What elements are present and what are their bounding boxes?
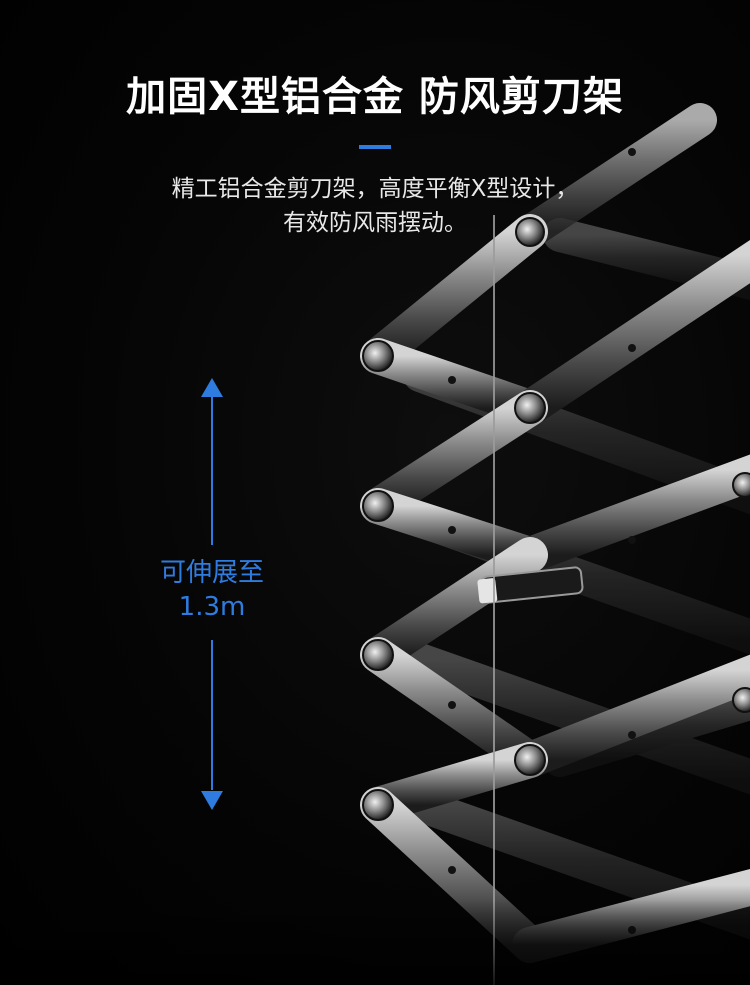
extension-arrow xyxy=(201,378,223,810)
title-accent-bar xyxy=(359,145,391,149)
arrow-up-icon xyxy=(201,378,223,397)
subtitle-line-2: 有效防风雨摆动。 xyxy=(283,210,467,236)
extension-label: 可伸展至 1.3m xyxy=(112,556,312,624)
arrow-down-icon xyxy=(201,791,223,810)
subtitle-line-1: 精工铝合金剪刀架，高度平衡X型设计， xyxy=(171,176,579,202)
extension-length-value: 1.3m xyxy=(178,592,246,622)
page-title: 加固X型铝合金 防风剪刀架 xyxy=(126,74,624,120)
rack-joint-pins xyxy=(362,217,750,821)
extension-label-text: 可伸展至 xyxy=(159,558,264,588)
rack-center-clip xyxy=(477,566,584,604)
rack-rivets xyxy=(448,148,636,934)
page-subtitle: 精工铝合金剪刀架，高度平衡X型设计， 有效防风雨摆动。 xyxy=(0,172,750,240)
